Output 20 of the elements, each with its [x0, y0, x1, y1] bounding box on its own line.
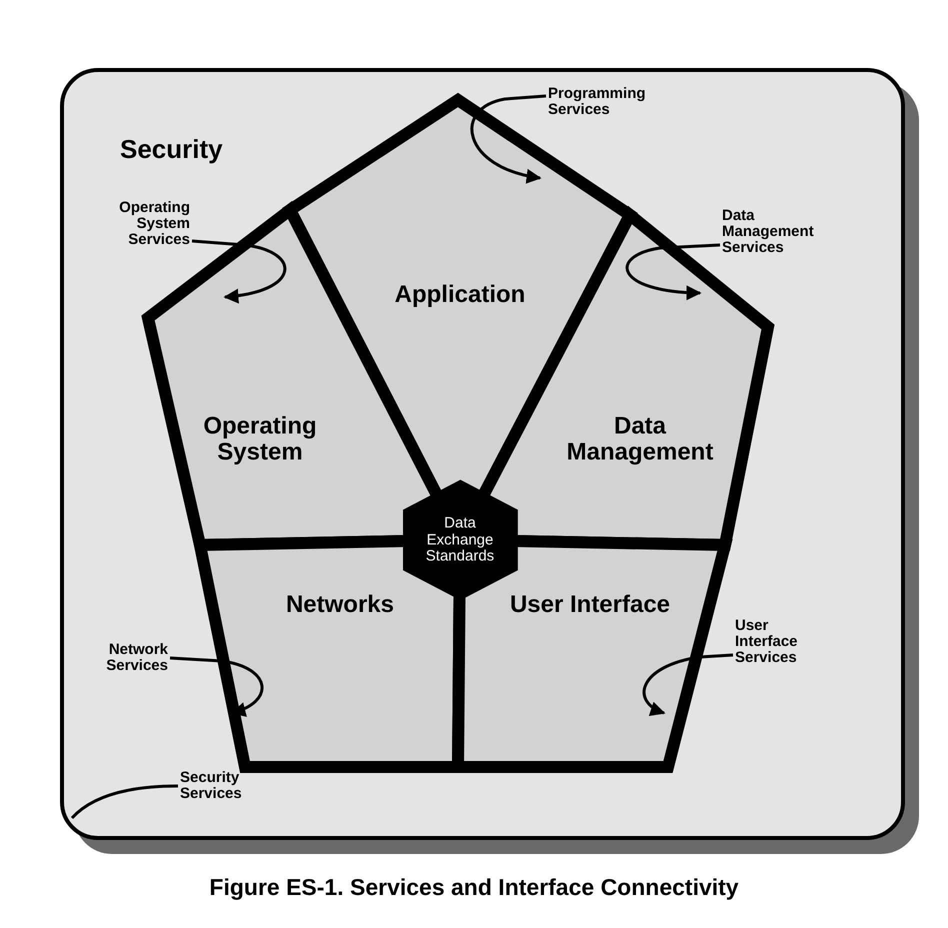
- service-label: Data Management Services: [722, 208, 837, 256]
- segment-label: Data Management: [566, 414, 714, 466]
- segment-label: Operating System: [202, 414, 318, 466]
- curved-arrow: [626, 244, 720, 300]
- curved-arrow: [192, 240, 286, 303]
- frame-title: Security: [120, 134, 223, 165]
- service-label: Programming Services: [548, 86, 663, 118]
- curved-arrow: [470, 94, 546, 183]
- service-label: Operating System Services: [98, 200, 190, 248]
- service-label: Security Services: [180, 770, 260, 802]
- leader-line: [70, 784, 178, 820]
- service-label: User Interface Services: [735, 618, 815, 666]
- curved-arrow: [642, 654, 734, 715]
- segment-label: User Interface: [508, 592, 672, 618]
- segment-label: Networks: [284, 592, 396, 618]
- segment-label: Data Exchange Standards: [424, 515, 496, 565]
- figure-caption: Figure ES-1. Services and Interface Connectivity: [208, 874, 740, 901]
- service-label: Network Services: [86, 642, 168, 674]
- segment-label: Application: [394, 282, 526, 308]
- curved-arrow: [170, 656, 264, 716]
